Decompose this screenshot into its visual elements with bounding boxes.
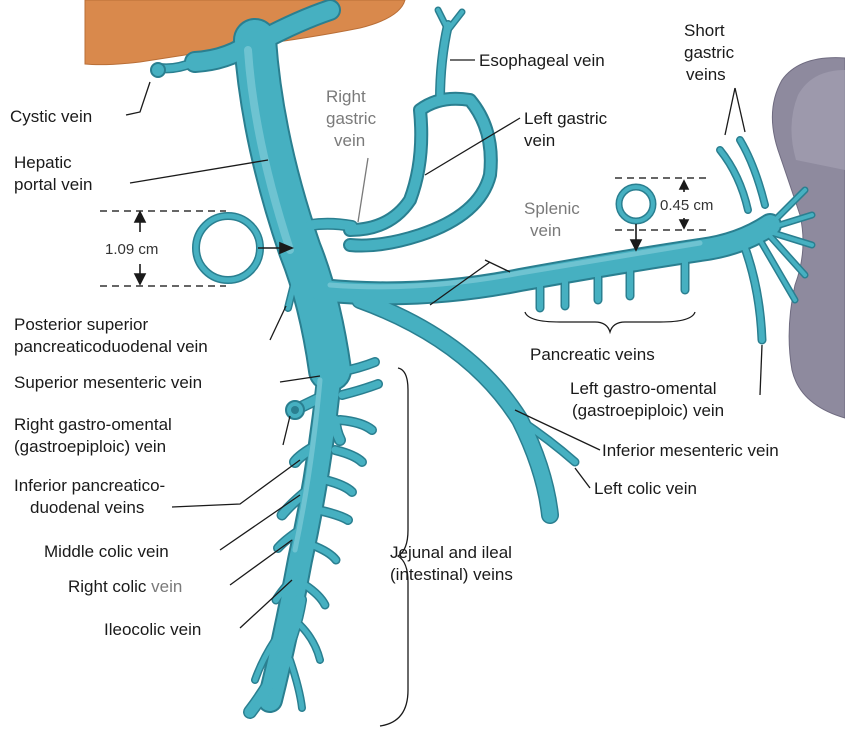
label-right-gastro-omental-2: (gastroepiploic) vein (14, 437, 166, 456)
label-middle-colic: Middle colic vein (44, 542, 169, 561)
label-esophageal-vein: Esophageal vein (479, 51, 605, 70)
label-left-gastric-1: Left gastric (524, 109, 608, 128)
label-left-colic: Left colic vein (594, 479, 697, 498)
label-hepatic-portal-2: portal vein (14, 175, 92, 194)
label-pancreatic-veins: Pancreatic veins (530, 345, 655, 364)
label-posterior-sup-1: Posterior superior (14, 315, 149, 334)
label-left-gastro-omental-1: Left gastro-omental (570, 379, 716, 398)
label-right-colic: Right colic vein (68, 577, 182, 596)
label-jejunal-1: Jejunal and ileal (390, 543, 512, 562)
label-short-gastric-3: veins (686, 65, 726, 84)
label-left-gastro-omental-2: (gastroepiploic) vein (572, 401, 724, 420)
cystic-vein-end (151, 63, 165, 77)
label-inferior-pancreatico-2: duodenal veins (30, 498, 144, 517)
label-right-gastric-1: Right (326, 87, 366, 106)
measurement-portal: 1.09 cm (105, 241, 158, 258)
label-short-gastric-2: gastric (684, 43, 735, 62)
label-inferior-pancreatico-1: Inferior pancreatico- (14, 476, 165, 495)
label-splenic-2: vein (530, 221, 561, 240)
label-right-gastric-2: gastric (326, 109, 377, 128)
label-splenic-1: Splenic (524, 199, 580, 218)
labels: Cystic vein Hepatic portal vein Right ga… (10, 21, 779, 639)
label-cystic-vein: Cystic vein (10, 107, 92, 126)
label-right-gastro-omental-1: Right gastro-omental (14, 415, 172, 434)
label-left-gastric-2: vein (524, 131, 555, 150)
label-right-gastric-3: vein (334, 131, 365, 150)
label-hepatic-portal-1: Hepatic (14, 153, 72, 172)
measurement-splenic: 0.45 cm (660, 197, 713, 214)
label-short-gastric-1: Short (684, 21, 725, 40)
label-superior-mesenteric: Superior mesenteric vein (14, 373, 202, 392)
label-jejunal-2: (intestinal) veins (390, 565, 513, 584)
pancreatic-brace (525, 312, 695, 332)
label-inferior-mesenteric: Inferior mesenteric vein (602, 441, 779, 460)
label-posterior-sup-2: pancreaticoduodenal vein (14, 337, 208, 356)
label-ileocolic: Ileocolic vein (104, 620, 201, 639)
